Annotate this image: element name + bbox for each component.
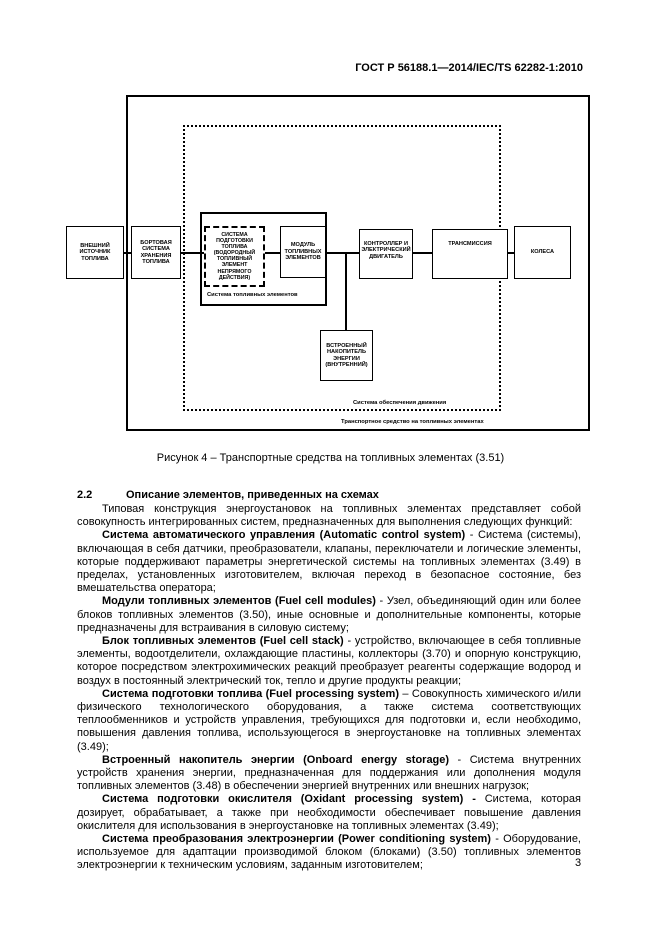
onboard-fuel-storage-label: БОРТОВАЯ СИСТЕМА ХРАНЕНИЯ ТОПЛИВА <box>140 239 172 265</box>
paragraph: Встроенный накопитель энергии (Onboard e… <box>77 754 581 794</box>
term: Встроенный накопитель энергии (Onboard e… <box>102 753 450 766</box>
transmission-box: ТРАНСМИССИЯ <box>432 229 508 279</box>
line-transmission-wheels <box>508 252 514 254</box>
term: Система преобразования электроэнергии (P… <box>102 833 491 846</box>
definition: - Система (системы), включающая в себя д… <box>77 529 581 595</box>
controller-motor-box: КОНТРОЛЛЕР И ЭЛЕКТРИЧЕСКИЙ ДВИГАТЕЛЬ <box>359 229 413 279</box>
figure-caption: Рисунок 4 – Транспортные средства на топ… <box>156 452 505 464</box>
paragraph: Типовая конструкция энергоустановок на т… <box>77 503 581 529</box>
definition: – Совокупность химического и/или физичес… <box>77 687 581 753</box>
section-body: Типовая конструкция энергоустановок на т… <box>77 503 581 873</box>
onboard-fuel-storage-box: БОРТОВАЯ СИСТЕМА ХРАНЕНИЯ ТОПЛИВА <box>131 226 181 279</box>
propulsion-system-label: Система обеспечения движения <box>353 400 447 406</box>
vehicle-label: Транспортное средство на топливных элеме… <box>341 419 484 425</box>
fuel-processing-system-box: СИСТЕМА ПОДГОТОВКИ ТОПЛИВА (ВОДОРОДНЫЙ Т… <box>204 226 265 287</box>
definition: - Оборудование, используемое для адаптац… <box>77 833 581 872</box>
wheels-box: КОЛЕСА <box>514 226 571 279</box>
section-title: Описание элементов, приведенных на схема… <box>126 489 379 501</box>
section-number: 2.2 <box>77 489 93 501</box>
term: Система автоматического управления (Auto… <box>102 529 466 542</box>
paragraph: Блок топливных элементов (Fuel cell stac… <box>77 635 581 688</box>
fuel-cell-module-label: МОДУЛЬ ТОПЛИВНЫХ ЭЛЕМЕНТОВ <box>284 242 322 262</box>
line-to-storage <box>345 252 347 330</box>
definition: Система, которая дозирует, обрабатывает,… <box>77 793 581 832</box>
wheels-label: КОЛЕСА <box>530 249 555 256</box>
paragraph: Модули топливных элементов (Fuel cell mo… <box>77 595 581 635</box>
paragraph: Система преобразования электроэнергии (P… <box>77 833 581 873</box>
term: Система подготовки окислителя (Oxidant p… <box>102 793 476 806</box>
line-controller-transmission <box>413 252 432 254</box>
term: Система подготовки топлива (Fuel process… <box>102 687 399 700</box>
onboard-energy-storage-box: ВСТРОЕННЫЙ НАКОПИТЕЛЬ ЭНЕРГИИ (ВНУТРЕННИ… <box>320 330 373 381</box>
page-number: 3 <box>575 857 582 869</box>
paragraph: Система подготовки окислителя (Oxidant p… <box>77 793 581 833</box>
paragraph: Система подготовки топлива (Fuel process… <box>77 688 581 754</box>
line-external-storage <box>124 252 131 254</box>
term: Модули топливных элементов (Fuel cell mo… <box>102 595 376 608</box>
fuel-cell-system-label: Система топливных элементов <box>207 292 298 298</box>
fuel-cell-module-box: МОДУЛЬ ТОПЛИВНЫХ ЭЛЕМЕНТОВ <box>280 226 326 278</box>
line-module-controller <box>326 252 359 254</box>
fuel-processing-system-label: СИСТЕМА ПОДГОТОВКИ ТОПЛИВА (ВОДОРОДНЫЙ Т… <box>213 232 256 281</box>
fuel-cell-system-frame <box>200 212 327 306</box>
line-storage-processing <box>181 252 204 254</box>
paragraph: Система автоматического управления (Auto… <box>77 529 581 595</box>
term: Блок топливных элементов (Fuel cell stac… <box>102 635 344 648</box>
document-header: ГОСТ Р 56188.1—2014/IEC/TS 62282-1:2010 <box>355 62 583 74</box>
definition: - Узел, объединяющий один или более блок… <box>77 595 582 634</box>
transmission-label: ТРАНСМИССИЯ <box>448 241 492 247</box>
onboard-energy-storage-label: ВСТРОЕННЫЙ НАКОПИТЕЛЬ ЭНЕРГИИ (ВНУТРЕННИ… <box>325 342 368 368</box>
definition: - Система внутренних устройств хранения … <box>77 753 581 793</box>
definition: Типовая конструкция энергоустановок на т… <box>77 503 581 529</box>
vehicle-frame <box>126 95 590 431</box>
external-fuel-source-box: ВНЕШНИЙ ИСТОЧНИК ТОПЛИВА <box>66 226 124 279</box>
controller-motor-label: КОНТРОЛЛЕР И ЭЛЕКТРИЧЕСКИЙ ДВИГАТЕЛЬ <box>361 241 411 260</box>
external-fuel-source-label: ВНЕШНИЙ ИСТОЧНИК ТОПЛИВА <box>79 242 111 262</box>
line-processing-module <box>265 252 280 254</box>
definition: - устройство, включающее в себя топливны… <box>77 635 581 687</box>
